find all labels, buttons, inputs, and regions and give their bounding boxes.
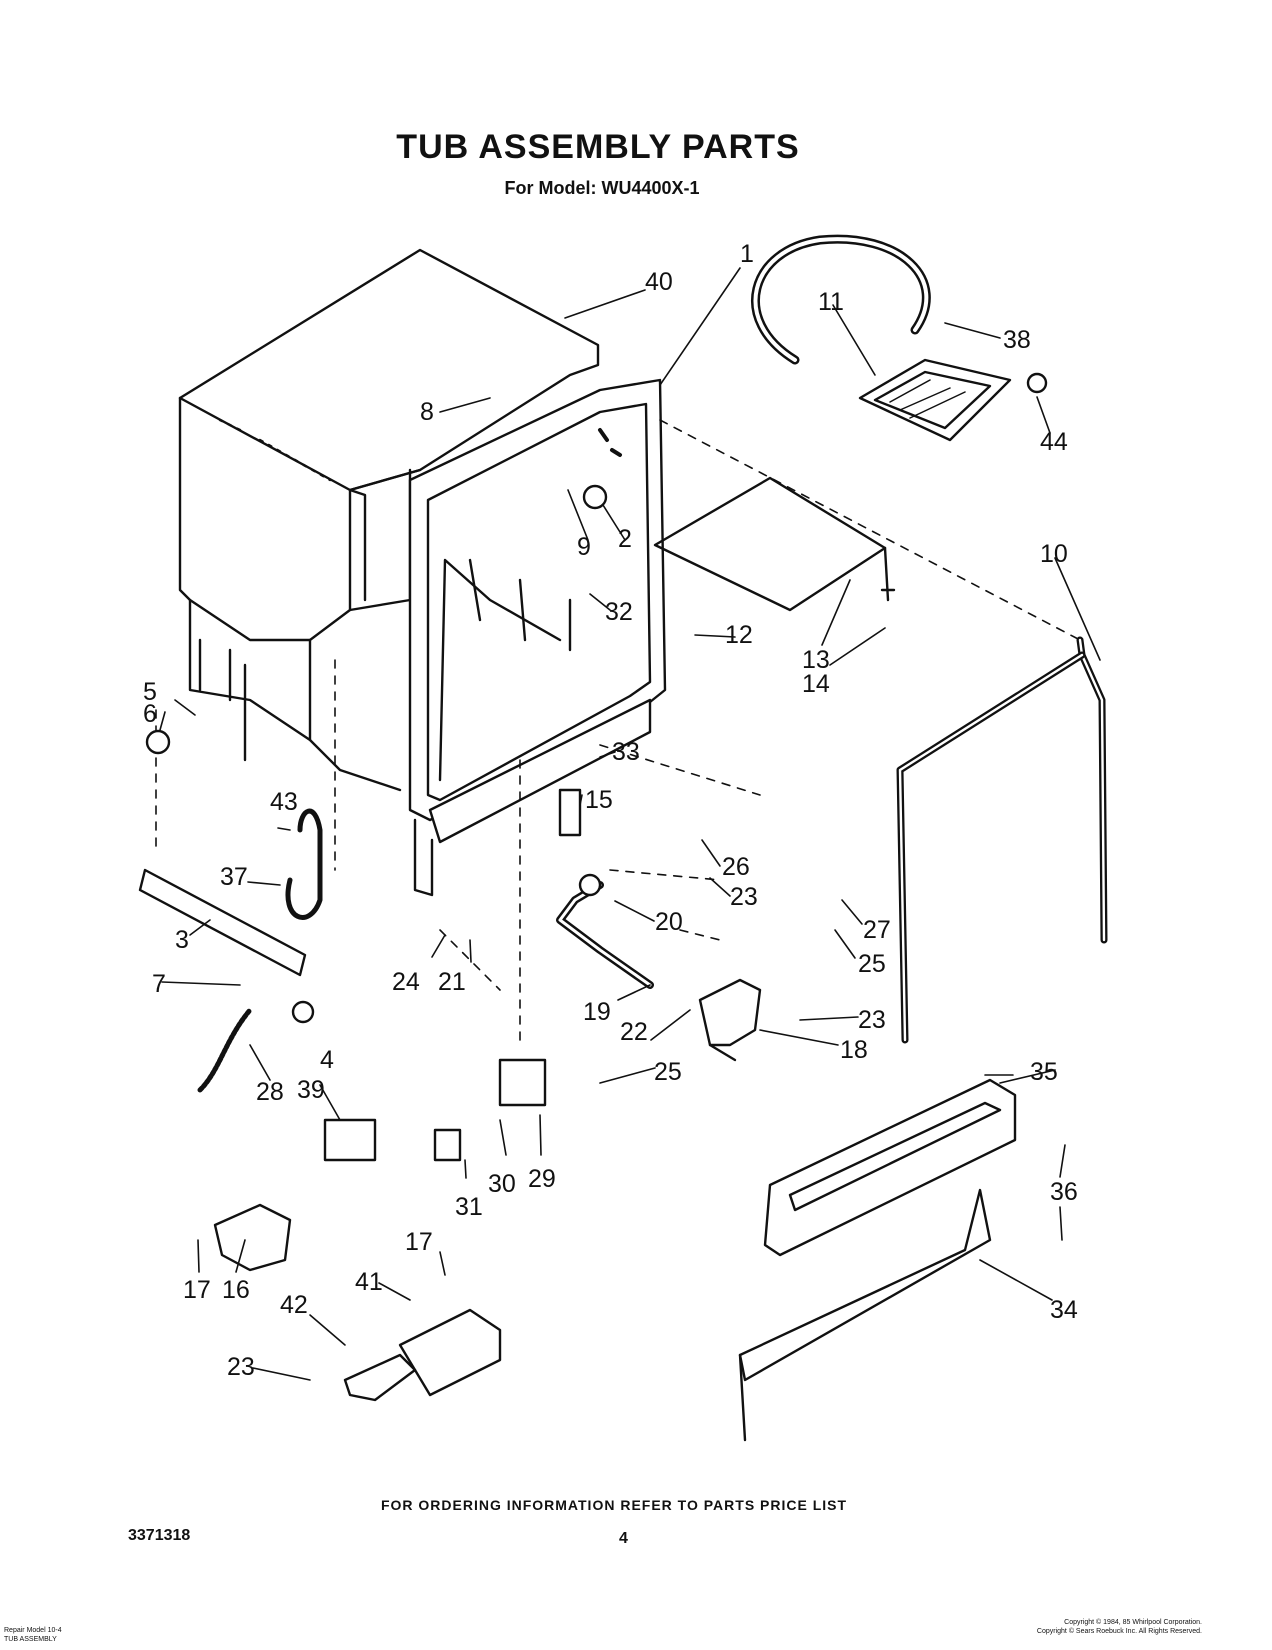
callout-30: 30 <box>488 1170 516 1198</box>
kick-plate-part <box>738 1188 992 1442</box>
side-rail-part <box>1076 636 1108 944</box>
callout-38: 38 <box>1003 326 1031 354</box>
fastener-part <box>578 873 602 897</box>
callout-2: 2 <box>618 525 632 553</box>
callout-40: 40 <box>645 268 673 296</box>
callout-43: 43 <box>270 788 298 816</box>
water-valve-part <box>698 978 762 1062</box>
callout-23-b: 23 <box>858 1006 886 1034</box>
document-number: 3371318 <box>128 1527 191 1544</box>
copyright-notice: Copyright © 1984, 85 Whirlpool Corporati… <box>1037 1618 1202 1636</box>
callout-6: 6 <box>143 700 157 728</box>
callout-28: 28 <box>256 1078 284 1106</box>
door-latch-part <box>213 1203 292 1272</box>
callout-17-b: 17 <box>183 1276 211 1304</box>
callout-1: 1 <box>740 240 754 268</box>
callout-3: 3 <box>175 926 189 954</box>
drain-loop-part <box>285 808 323 920</box>
callout-33: 33 <box>612 738 640 766</box>
callout-5: 5 <box>143 678 157 706</box>
callout-31: 31 <box>455 1193 483 1221</box>
callout-12: 12 <box>725 621 753 649</box>
base-bracket-part <box>138 868 307 977</box>
callout-7: 7 <box>152 970 166 998</box>
callout-35: 35 <box>1030 1058 1058 1086</box>
callout-18: 18 <box>840 1036 868 1064</box>
leader-lines <box>159 267 1101 1381</box>
switch-part <box>433 1128 462 1162</box>
callout-11: 11 <box>818 288 844 316</box>
terminal-block-part <box>343 1353 417 1402</box>
callout-27: 27 <box>863 916 891 944</box>
callout-16: 16 <box>222 1276 250 1304</box>
callout-15: 15 <box>585 786 613 814</box>
tub-shell-part <box>178 248 600 792</box>
callout-26: 26 <box>722 853 750 881</box>
callout-41: 41 <box>355 1268 383 1296</box>
callout-37: 37 <box>220 863 248 891</box>
callout-29: 29 <box>528 1165 556 1193</box>
copyright-line1: Copyright © 1984, 85 Whirlpool Corporati… <box>1064 1619 1202 1626</box>
page-number: 4 <box>619 1530 628 1547</box>
hinge-cap-part <box>145 729 171 755</box>
callout-14: 14 <box>802 670 830 698</box>
callout-23-a: 23 <box>730 883 758 911</box>
callout-24: 24 <box>392 968 420 996</box>
copyright-line2: Copyright © Sears Roebuck Inc. All Right… <box>1036 1628 1202 1635</box>
callout-19: 19 <box>583 998 611 1026</box>
callout-17-a: 17 <box>405 1228 433 1256</box>
callout-8: 8 <box>420 398 434 426</box>
callout-32: 32 <box>605 598 633 626</box>
bottom-left-line1: Repair Model 10-4 <box>4 1627 62 1634</box>
callout-23-c: 23 <box>227 1353 255 1381</box>
callout-10: 10 <box>1040 540 1068 568</box>
callout-34: 34 <box>1050 1296 1078 1324</box>
float-switch-part <box>498 1058 547 1107</box>
tub-front-frame-part <box>408 378 667 897</box>
callout-21: 21 <box>438 968 466 996</box>
callout-39: 39 <box>297 1076 325 1104</box>
motor-part <box>323 1118 377 1162</box>
callout-25-b: 25 <box>654 1058 682 1086</box>
callout-4: 4 <box>320 1046 334 1074</box>
page-title: TUB ASSEMBLY PARTS <box>396 128 800 166</box>
callout-25-a: 25 <box>858 950 886 978</box>
junction-box-part <box>398 1308 502 1397</box>
callout-13: 13 <box>802 646 830 674</box>
ordering-note: FOR ORDERING INFORMATION REFER TO PARTS … <box>380 1497 848 1513</box>
leveling-leg-part <box>291 1000 315 1024</box>
callout-22: 22 <box>620 1018 648 1046</box>
model-subtitle: For Model: WU4400X-1 <box>504 178 700 198</box>
callout-9: 9 <box>577 533 591 561</box>
bottom-left-caption: Repair Model 10-4 TUB ASSEMBLY <box>4 1626 62 1644</box>
door-spring-part <box>197 1007 253 1093</box>
bottom-left-line2: TUB ASSEMBLY <box>4 1636 57 1643</box>
access-panel-part <box>763 1078 1017 1257</box>
callout-42: 42 <box>280 1291 308 1319</box>
callout-20: 20 <box>655 908 683 936</box>
filter-tray-part <box>858 358 1012 442</box>
callout-36: 36 <box>1050 1178 1078 1206</box>
rack-frame-part <box>653 476 887 612</box>
callout-44: 44 <box>1040 428 1068 456</box>
